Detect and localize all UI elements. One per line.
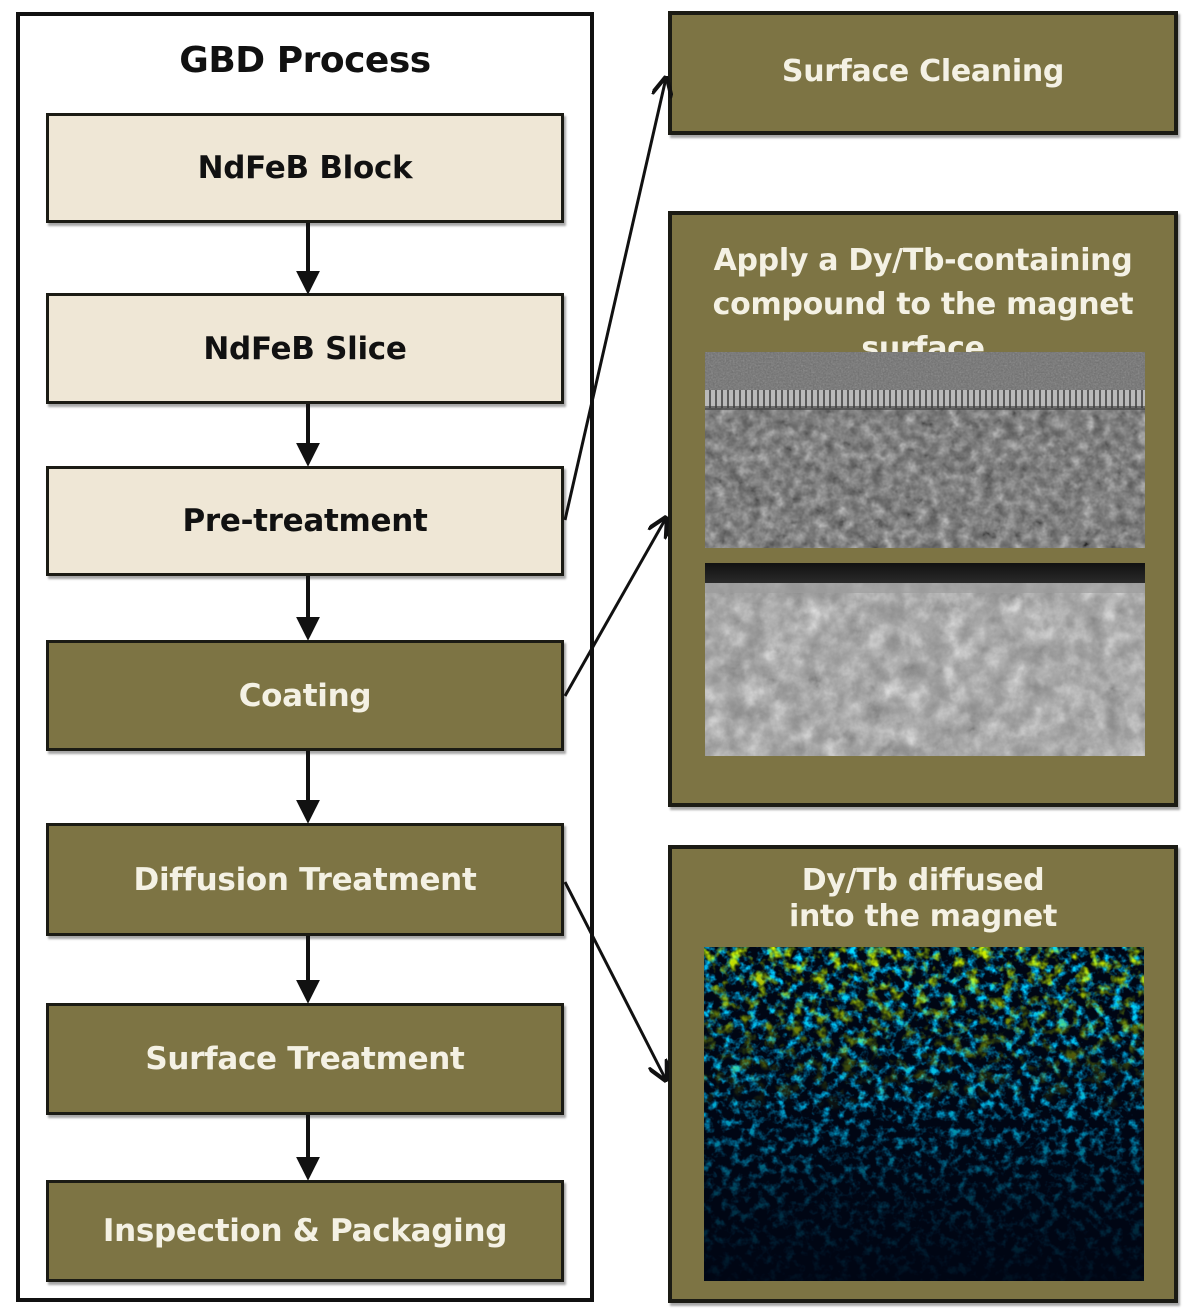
diagram-title: GBD Process: [179, 40, 431, 81]
step-diffusion-treatment: Diffusion Treatment: [46, 823, 564, 936]
diffusion-detail-line2: into the magnet: [788, 899, 1058, 934]
elemental-distribution-map: [704, 947, 1144, 1281]
callout-pretreatment-to-cleaning: [563, 78, 666, 521]
panel-diffusion-detail: Dy/Tb diffused into the magnet: [668, 845, 1178, 1303]
step-surface-treatment: Surface Treatment: [46, 1003, 564, 1115]
step-ndfeb-slice: NdFeB Slice: [46, 293, 564, 404]
step-pre-treatment: Pre-treatment: [46, 466, 564, 576]
callout-coating-to-detail: [563, 518, 666, 697]
sem-micrograph-coated-surface: [705, 352, 1145, 548]
step-ndfeb-block: NdFeB Block: [46, 113, 564, 223]
panel-surface-cleaning: Surface Cleaning: [668, 11, 1178, 135]
callout-diffusion-to-detail: [563, 881, 666, 1080]
sem-micrograph-fracture-surface: [705, 563, 1145, 756]
step-coating: Coating: [46, 640, 564, 751]
panel-surface-cleaning-label: Surface Cleaning: [781, 54, 1065, 89]
step-inspection-packaging: Inspection & Packaging: [46, 1180, 564, 1282]
diffusion-detail-line1: Dy/Tb diffused: [801, 863, 1045, 898]
coating-detail-line1: Apply a Dy/Tb-containing: [713, 243, 1133, 278]
panel-coating-detail: Apply a Dy/Tb-containing compound to the…: [668, 211, 1178, 807]
